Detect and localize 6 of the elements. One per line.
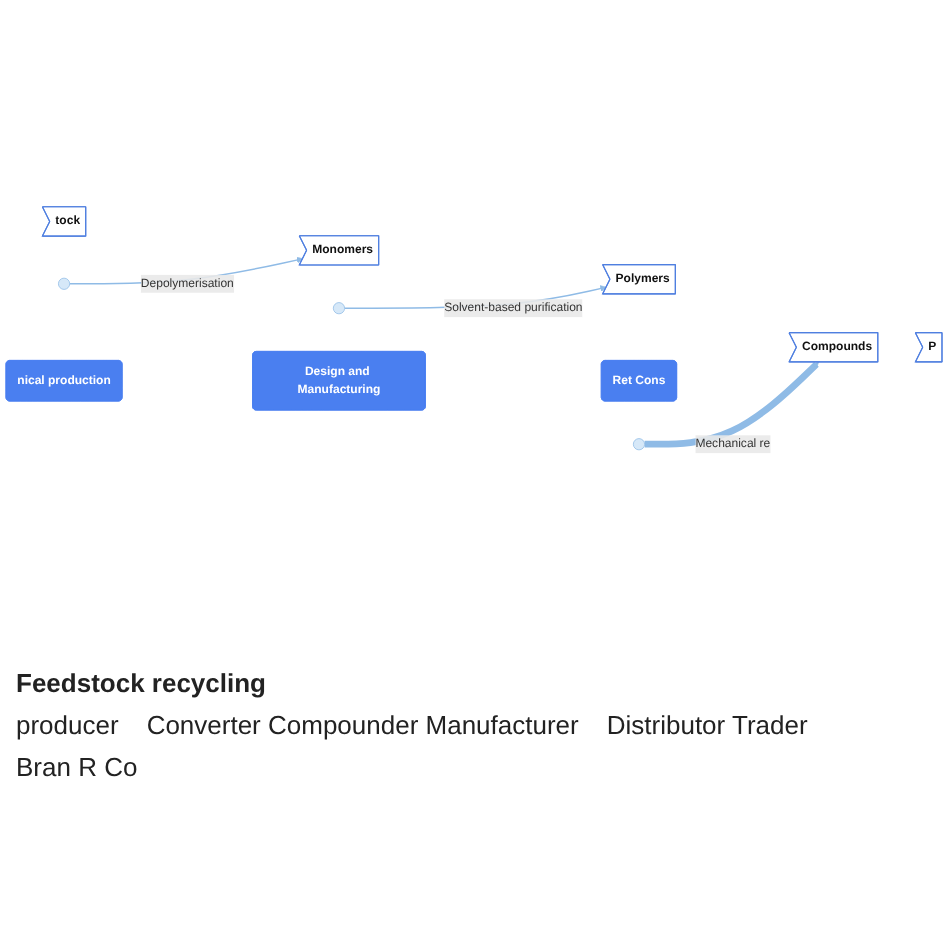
arrow [644,361,819,448]
role-label: Feedstock recycling [16,668,268,698]
role-label: Converter Compounder Manufacturer [146,710,579,740]
role-label: producer [16,710,119,740]
role-label: Bran R Co [16,752,138,782]
role-label: Distributor Trader [606,710,808,740]
